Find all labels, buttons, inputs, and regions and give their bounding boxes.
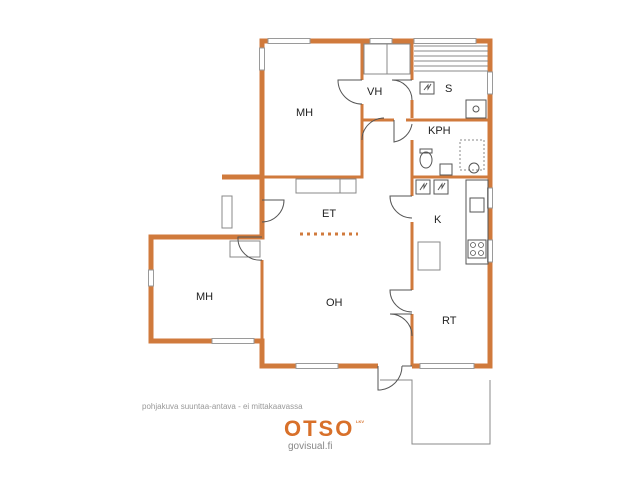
porch-west — [221, 195, 233, 229]
entrance-closet — [229, 240, 261, 258]
windows — [148, 38, 493, 369]
website-text: govisual.fi — [288, 441, 333, 452]
logo-wordmark: OTSO — [284, 416, 354, 440]
kitchen-appliance — [415, 179, 431, 195]
kitchen-appliance — [433, 179, 449, 195]
room-label-k: K — [434, 214, 442, 226]
logo-sub: LKV — [356, 419, 364, 424]
appliance-symbol — [419, 182, 428, 191]
room-label-oh: OH — [326, 297, 343, 309]
interior-walls — [260, 41, 490, 366]
stove-burner — [470, 242, 476, 248]
sauna-benches — [414, 45, 488, 72]
room-label-et: ET — [322, 208, 336, 220]
shower — [465, 99, 487, 119]
toilet — [419, 151, 433, 169]
shower-drain — [472, 105, 480, 113]
stove-burner — [478, 242, 484, 248]
stove — [467, 239, 487, 259]
sauna-stove — [419, 81, 435, 95]
washing-machine — [439, 163, 453, 176]
room-label-kph: KPH — [428, 125, 451, 137]
porch-south — [380, 379, 491, 445]
toilet-tank — [419, 148, 433, 154]
doors — [237, 79, 413, 391]
entrance-closet — [295, 178, 357, 194]
disclaimer-text: pohjakuva suuntaa-antava - ei mittakaava… — [142, 402, 303, 411]
stove-burner — [470, 250, 476, 256]
sink-kph — [459, 139, 485, 171]
room-label-mh: MH — [296, 107, 313, 119]
kitchen-sink — [469, 197, 485, 213]
room-label-rt: RT — [442, 315, 457, 327]
kitchen-counter — [465, 179, 489, 265]
room-label-mh: MH — [196, 291, 213, 303]
exterior-walls — [148, 38, 493, 369]
room-label-vh: VH — [367, 86, 382, 98]
sauna-stove-symbol — [423, 83, 432, 91]
room-label-s: S — [445, 83, 452, 95]
fridge — [417, 241, 441, 271]
washbasin — [468, 162, 480, 174]
otso-logo: OTSO LKV — [284, 416, 364, 440]
appliance-symbol — [437, 182, 446, 191]
stove-burner — [478, 250, 484, 256]
